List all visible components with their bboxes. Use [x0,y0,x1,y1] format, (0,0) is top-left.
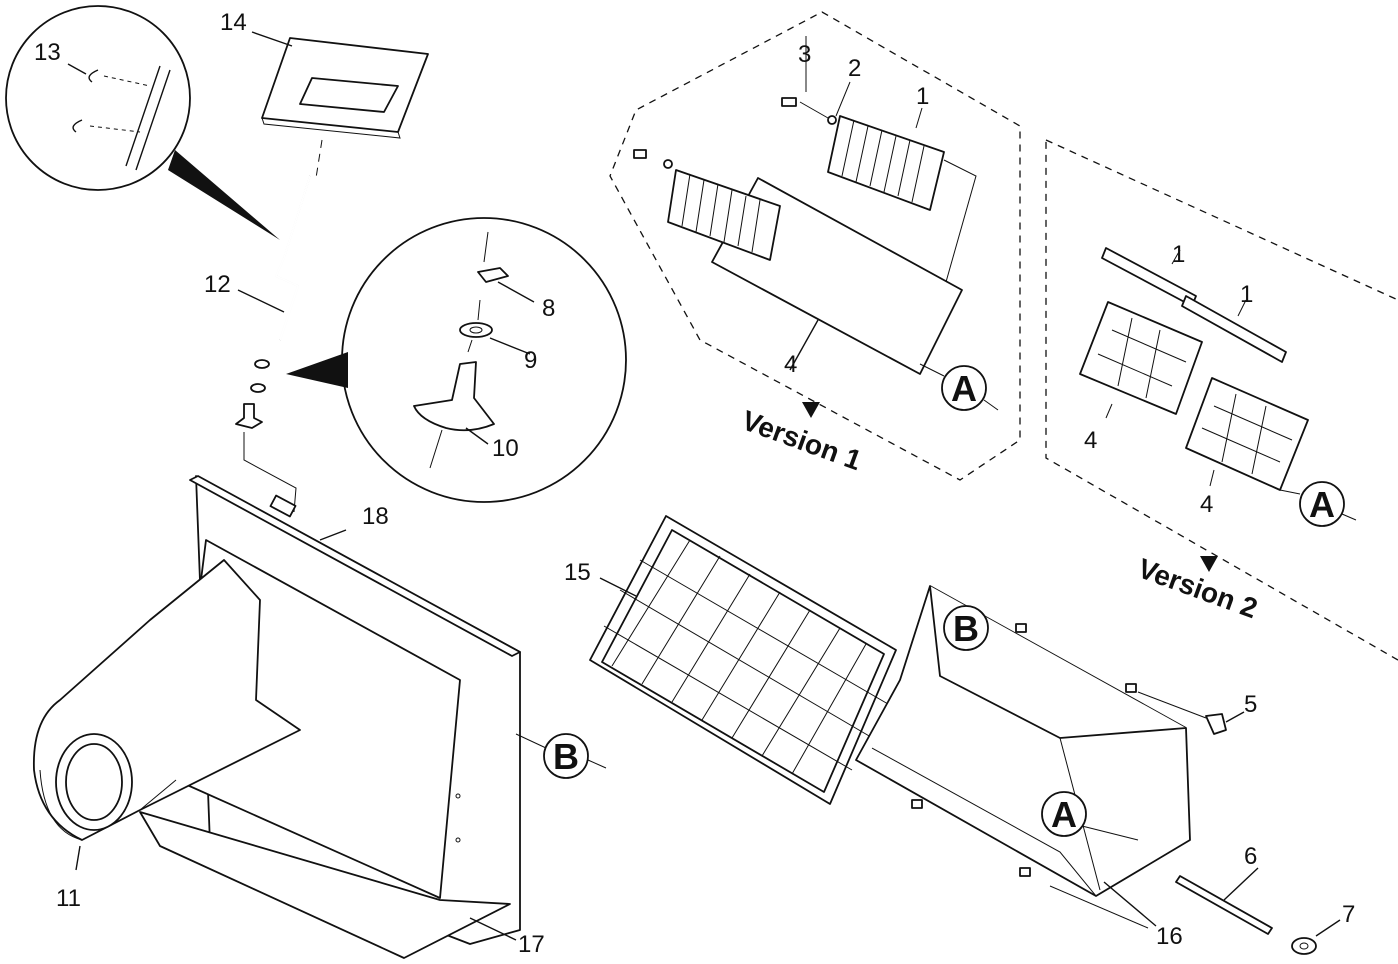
label-9: 9 [524,347,537,374]
label-18: 18 [362,503,389,530]
label-10: 10 [492,435,519,462]
callout-a-version1: A [919,363,999,411]
callout-a-version2: A [1279,481,1357,527]
part-14-cover-plate [261,37,429,179]
label-7: 7 [1342,901,1355,928]
part-16-frame: B A [855,585,1191,929]
version-2-detail: A Version 2 [1045,139,1398,661]
leader-lines [67,31,1157,941]
label-6: 6 [1244,843,1257,870]
part-number-labels: 13 14 12 8 9 10 3 2 1 4 1 1 4 4 18 15 5 … [34,9,1355,958]
label-4-v2b: 4 [1200,491,1213,518]
label-12: 12 [204,271,231,298]
label-1-v1: 1 [916,83,929,110]
callout-a-label-3: A [1051,794,1077,835]
label-3: 3 [798,41,811,68]
part-5-screw [1137,691,1245,735]
version-1-detail: A Version 1 [609,11,1021,481]
callout-b-frame: B [943,605,989,651]
version-2-label: Version 2 [1134,553,1262,625]
label-2: 2 [848,55,861,82]
label-8: 8 [542,295,555,322]
callout-b-housing: B [515,733,607,779]
label-15: 15 [564,559,591,586]
callout-b-label: B [553,736,579,777]
detail-circle-fitting [286,217,627,503]
part-6-rod [1175,867,1273,935]
detail-circle-clips [5,5,280,240]
version-1-label: Version 1 [738,405,866,477]
label-1-v2a: 1 [1172,241,1185,268]
label-5: 5 [1244,691,1257,718]
part-17-gasket [139,811,511,959]
callout-b-label-2: B [953,608,979,649]
label-4-v2a: 4 [1084,427,1097,454]
part-15-filter [589,515,897,805]
callout-a-frame: A [1041,791,1139,841]
label-13: 13 [34,39,61,66]
label-1-v2b: 1 [1240,281,1253,308]
label-11: 11 [56,885,81,912]
callout-a-label: A [951,368,977,409]
label-4-v1: 4 [784,351,797,378]
label-14: 14 [220,9,247,36]
label-17: 17 [518,931,545,958]
part-12-rod [235,175,311,513]
part-18-housing [33,475,521,945]
callout-a-label-2: A [1309,484,1335,525]
label-16: 16 [1156,923,1183,950]
part-7-washer [1291,919,1341,955]
